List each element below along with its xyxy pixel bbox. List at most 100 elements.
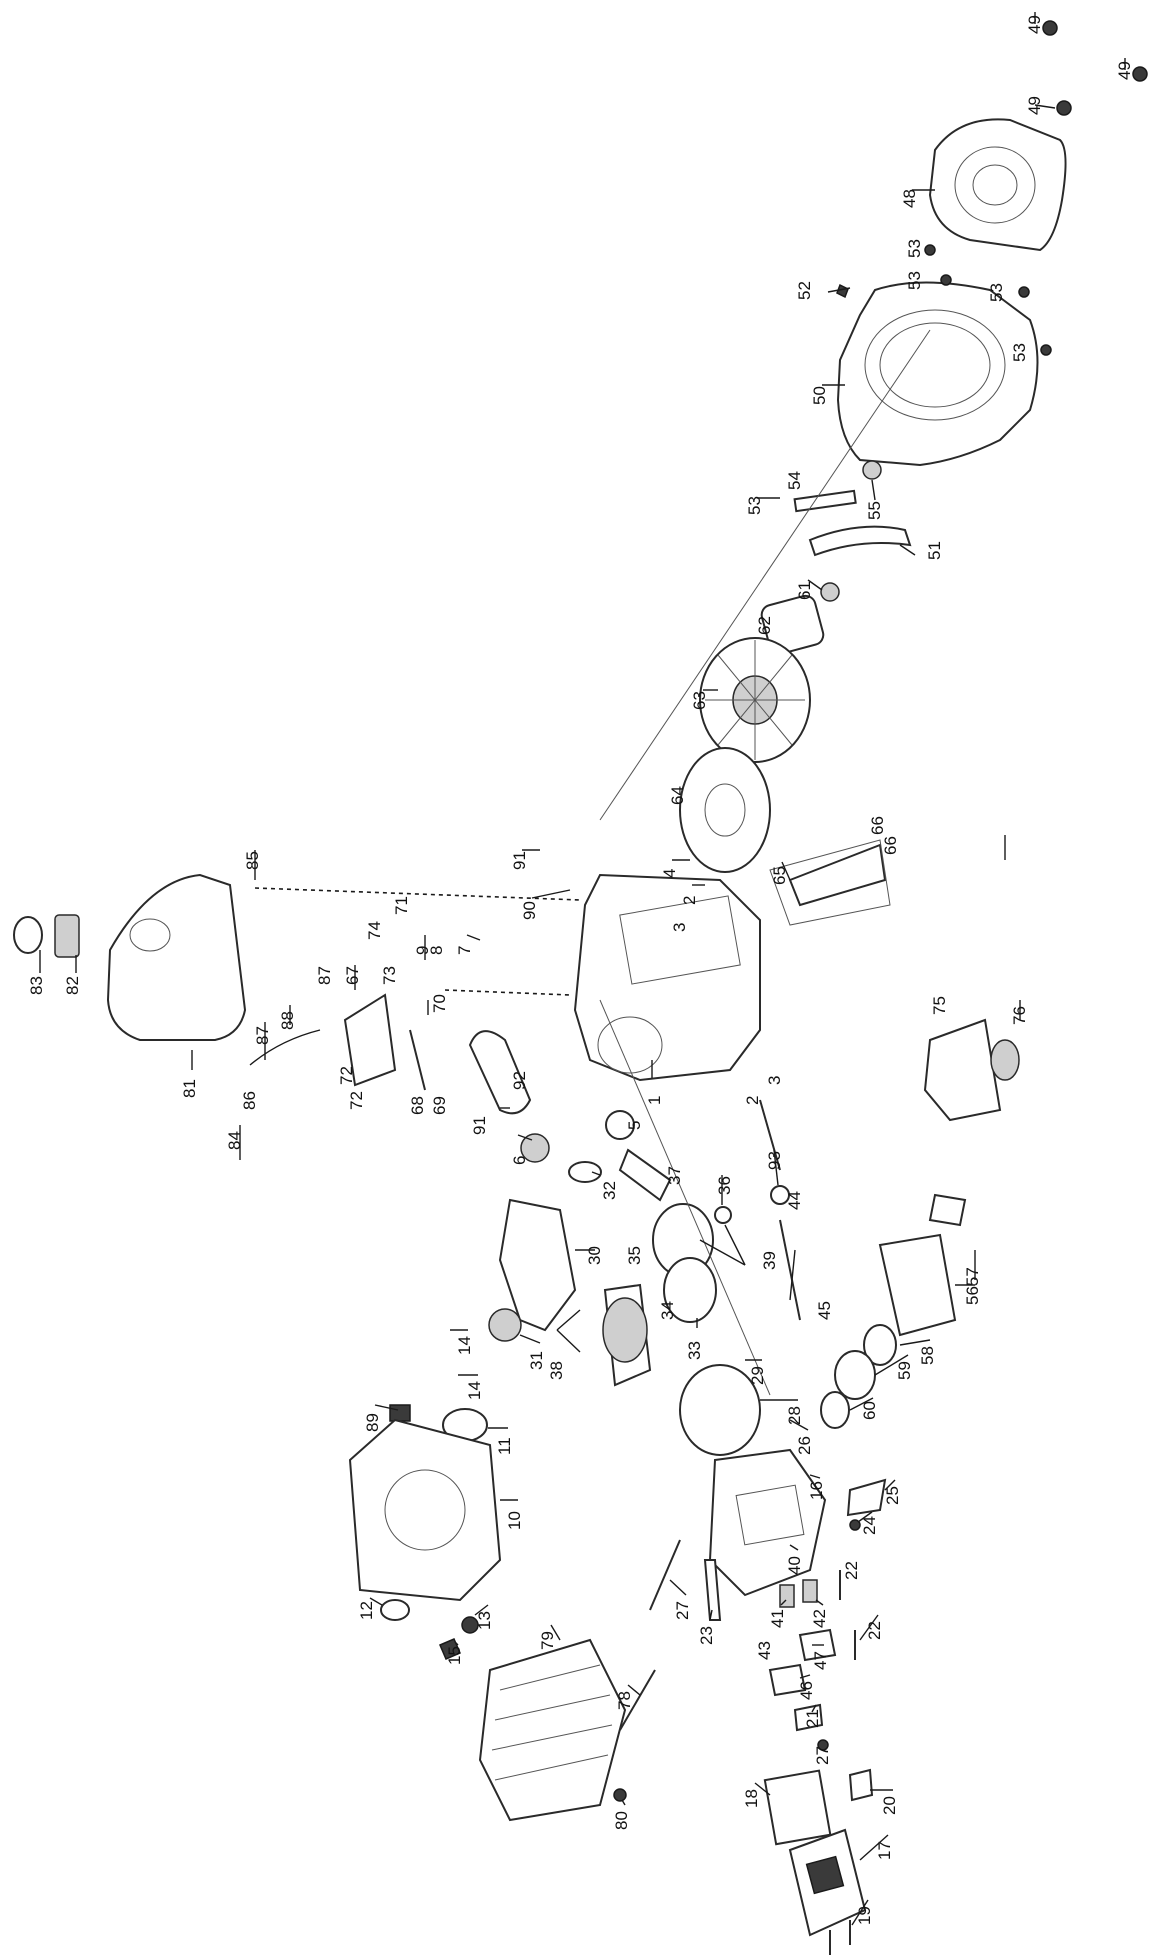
callout-label: 69	[430, 1096, 449, 1115]
callout-label: 54	[785, 471, 804, 490]
callout-label: 43	[755, 1641, 774, 1660]
callout-label: 53	[987, 283, 1006, 302]
callout-label: 70	[430, 994, 449, 1013]
callout-label: 61	[795, 581, 814, 600]
callout-label: 27	[813, 1746, 832, 1765]
callout-label: 49	[1115, 61, 1134, 80]
callout-label: 25	[883, 1486, 902, 1505]
callout-label: 60	[860, 1401, 879, 1420]
callout-label: 91	[470, 1116, 489, 1135]
callout-label: 9	[413, 946, 432, 955]
callout-label: 91	[510, 851, 529, 870]
callout-label: 18	[742, 1789, 761, 1808]
callout-label: 84	[225, 1131, 244, 1150]
callout-label: 22	[842, 1561, 861, 1580]
callout-label: 29	[748, 1366, 767, 1385]
callout-label: 35	[625, 1246, 644, 1265]
callout-label: 53	[905, 271, 924, 290]
callout-label: 36	[715, 1176, 734, 1195]
callout-label: 72	[337, 1066, 356, 1085]
callout-label: 83	[27, 976, 46, 995]
callout-label: 67	[343, 966, 362, 985]
callout-label: 71	[392, 896, 411, 915]
callout-label: 12	[357, 1601, 376, 1620]
callout-label: 51	[925, 541, 944, 560]
callout-label: 42	[810, 1609, 829, 1628]
callout-label: 2	[743, 1096, 762, 1105]
callout-label: 86	[240, 1091, 259, 1110]
callout-label: 82	[63, 976, 82, 995]
callout-label: 58	[918, 1346, 937, 1365]
callout-label: 7	[455, 946, 474, 955]
callout-label: 73	[380, 966, 399, 985]
callout-label: 20	[880, 1796, 899, 1815]
callout-label: 78	[615, 1691, 634, 1710]
callout-label: 26	[795, 1436, 814, 1455]
callout-label: 72	[347, 1091, 366, 1110]
callout-label: 21	[803, 1709, 822, 1728]
callout-label: 66	[868, 816, 887, 835]
callout-label: 4	[660, 869, 679, 878]
callout-label: 74	[365, 921, 384, 940]
callout-label: 85	[243, 851, 262, 870]
callout-label: 28	[785, 1406, 804, 1425]
callout-label: 3	[765, 1076, 784, 1085]
callout-label: 38	[547, 1361, 566, 1380]
callout-label: 15	[445, 1646, 464, 1665]
callout-label: 79	[538, 1631, 557, 1650]
callout-label: 88	[278, 1011, 297, 1030]
callout-label: 66	[881, 836, 900, 855]
callout-label: 62	[755, 616, 774, 635]
callout-label: 81	[180, 1079, 199, 1098]
callout-label: 8	[427, 946, 446, 955]
callout-label: 65	[770, 866, 789, 885]
callout-label: 23	[697, 1626, 716, 1645]
callout-label: 34	[658, 1301, 677, 1320]
callout-label: 59	[895, 1361, 914, 1380]
callout-labels: 49 49 49 48 53 53 53 53 53 52 50 54 55 5…	[27, 15, 1134, 1925]
callout-label: 17	[875, 1841, 894, 1860]
callout-label: 64	[668, 786, 687, 805]
callout-label: 19	[855, 1906, 874, 1925]
callout-label: 80	[612, 1811, 631, 1830]
callout-label: 49	[1025, 96, 1044, 115]
callout-label: 46	[797, 1681, 816, 1700]
callout-label: 90	[520, 901, 539, 920]
callout-label: 68	[408, 1096, 427, 1115]
callout-label: 40	[785, 1556, 804, 1575]
callout-label: 14	[465, 1381, 484, 1400]
callout-label: 6	[510, 1156, 529, 1165]
callout-label: 33	[685, 1341, 704, 1360]
callout-label: 13	[475, 1611, 494, 1630]
callout-label: 32	[600, 1181, 619, 1200]
callout-label: 53	[1010, 343, 1029, 362]
callout-label: 75	[930, 996, 949, 1015]
callout-label: 16	[807, 1481, 826, 1500]
callout-label: 53	[905, 239, 924, 258]
leader-lines	[39, 12, 1126, 1926]
callout-label: 14	[455, 1336, 474, 1355]
callout-label: 47	[811, 1651, 830, 1670]
callout-label: 22	[865, 1621, 884, 1640]
callout-label: 55	[865, 501, 884, 520]
callout-label: 5	[625, 1121, 644, 1130]
callout-label: 52	[795, 281, 814, 300]
callout-label: 49	[1025, 15, 1044, 34]
callout-label: 31	[527, 1351, 546, 1370]
callout-label: 39	[760, 1251, 779, 1270]
callout-label: 1	[645, 1096, 664, 1105]
callout-label: 45	[815, 1301, 834, 1320]
callout-label: 27	[673, 1601, 692, 1620]
callout-label: 24	[860, 1516, 879, 1535]
callout-label: 92	[510, 1071, 529, 1090]
callout-label: 87	[253, 1026, 272, 1045]
callout-label: 11	[495, 1437, 514, 1455]
callout-label: 89	[363, 1413, 382, 1432]
callout-label: 48	[900, 189, 919, 208]
callout-label: 3	[670, 923, 689, 932]
callout-label: 41	[768, 1609, 787, 1628]
callout-label: 50	[810, 386, 829, 405]
callout-label: 5657	[963, 1267, 982, 1305]
callout-label: 44	[785, 1191, 804, 1210]
part-drawings	[13, 20, 1148, 1955]
